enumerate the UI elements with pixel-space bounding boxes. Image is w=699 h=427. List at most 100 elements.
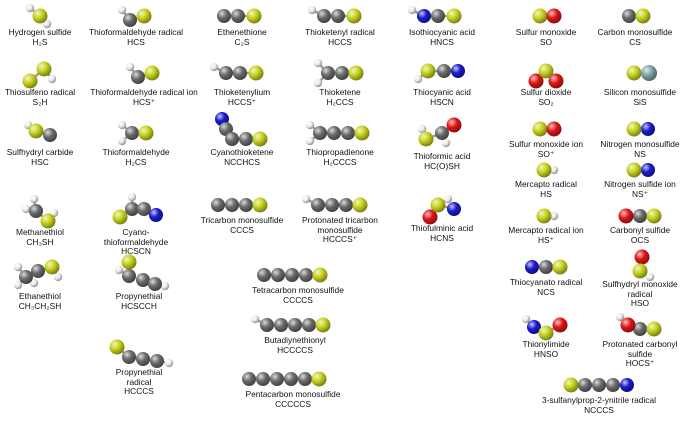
atom-o — [422, 209, 438, 225]
molecule-model-h2cccs — [305, 120, 370, 146]
molecule-formula: H₂S — [32, 36, 48, 47]
molecule-formula: H₂CCS — [326, 96, 354, 107]
atom-s — [22, 73, 38, 89]
molecule-formula: HCS — [127, 36, 145, 47]
atom-c — [242, 372, 256, 386]
molecule-model-hcccsplus — [301, 194, 368, 213]
molecule-name: Sulfhydryl carbide — [6, 147, 74, 157]
atom-s — [626, 162, 642, 178]
atom-h — [549, 211, 559, 221]
molecule-formula: SO⁺ — [537, 148, 555, 159]
atom-o — [546, 8, 562, 24]
atom-c — [225, 198, 239, 212]
atom-c — [137, 202, 151, 216]
atom-s — [418, 131, 434, 147]
atom-c — [122, 269, 136, 283]
molecule-model-ncs — [525, 259, 568, 275]
atom-c — [288, 318, 302, 332]
molecule-name: Thioketenyl radical — [305, 27, 375, 37]
molecule-model-ncccs — [563, 377, 634, 393]
molecule-name: Butadiynethionyl — [264, 335, 326, 345]
atom-c — [633, 322, 647, 336]
atom-s — [538, 325, 554, 341]
atom-s — [626, 65, 642, 81]
molecule-name: Ethanethiol — [19, 291, 61, 301]
molecule-formula: CCCS — [230, 224, 254, 235]
molecule-name: Sulfur monoxide ion — [508, 139, 584, 149]
molecule-formula: HS⁺ — [537, 234, 555, 245]
atom-c — [19, 270, 33, 284]
atom-s — [315, 317, 331, 333]
atom-h — [417, 124, 427, 134]
atom-c — [578, 378, 592, 392]
molecule-formula: SiS — [633, 96, 647, 107]
molecule-name: Carbon monosulfide — [597, 27, 673, 37]
molecule-name: Tricarbon monosulfide — [200, 215, 284, 225]
atom-s — [246, 8, 262, 24]
atom-h — [160, 281, 170, 291]
atom-s — [36, 61, 52, 77]
molecule-name: Tetracarbon monosulfide — [252, 285, 344, 295]
atom-c — [622, 9, 636, 23]
atom-s — [40, 213, 56, 229]
molecule-name: 3-sulfanylprop-2-ynitrile radical — [541, 395, 657, 405]
atom-c — [298, 372, 312, 386]
atom-n — [525, 260, 539, 274]
molecule-name: Carbonyl sulfide — [609, 225, 671, 235]
molecule-model-ns — [626, 121, 655, 137]
molecule-formula: H₂CCCS — [323, 156, 357, 167]
molecule-model-hs — [536, 162, 559, 178]
molecule-name: Ethenethione — [217, 27, 267, 37]
atom-c — [231, 9, 245, 23]
atom-s — [348, 65, 364, 81]
atom-s — [532, 121, 548, 137]
atom-c — [125, 202, 139, 216]
molecule-name: Thiofulminic acid — [410, 223, 474, 233]
atom-h — [117, 136, 127, 146]
atom-c — [148, 277, 162, 291]
atom-n — [447, 202, 461, 216]
molecule-name: Thiocyanic acid — [413, 87, 471, 97]
atom-c — [123, 13, 137, 27]
molecule-model-so — [532, 8, 562, 24]
molecule-name: Thionylimide — [522, 339, 570, 349]
atom-s — [532, 8, 548, 24]
atom-h — [13, 280, 23, 290]
atom-h — [313, 58, 323, 68]
atom-c — [270, 372, 284, 386]
molecule-name: Cyano-thioformaldehyde — [103, 227, 169, 247]
atom-n — [417, 9, 431, 23]
atom-c — [539, 260, 553, 274]
atom-c — [136, 273, 150, 287]
molecule-model-hscn — [413, 63, 465, 84]
atom-c — [331, 9, 345, 23]
molecule-name: Thiocyanato radical — [509, 277, 583, 287]
molecule-model-hcosh — [417, 117, 462, 148]
atom-h — [443, 194, 453, 204]
molecule-name: Isothiocyanic acid — [408, 27, 476, 37]
atom-s — [632, 263, 648, 279]
molecule-name: Thioketenylium — [213, 87, 271, 97]
molecule-name: Methanethiol — [16, 227, 64, 237]
atom-s — [430, 197, 446, 213]
atom-h — [29, 278, 39, 288]
molecule-name: Thioformaldehyde radical ion — [90, 87, 198, 97]
atom-s — [311, 371, 327, 387]
molecule-formula: HCCCCS — [277, 344, 313, 355]
molecule-model-hso — [632, 249, 655, 282]
atom-c — [431, 9, 445, 23]
molecule-model-h2cs — [117, 120, 154, 146]
atom-n — [641, 163, 655, 177]
atom-h — [209, 62, 219, 72]
